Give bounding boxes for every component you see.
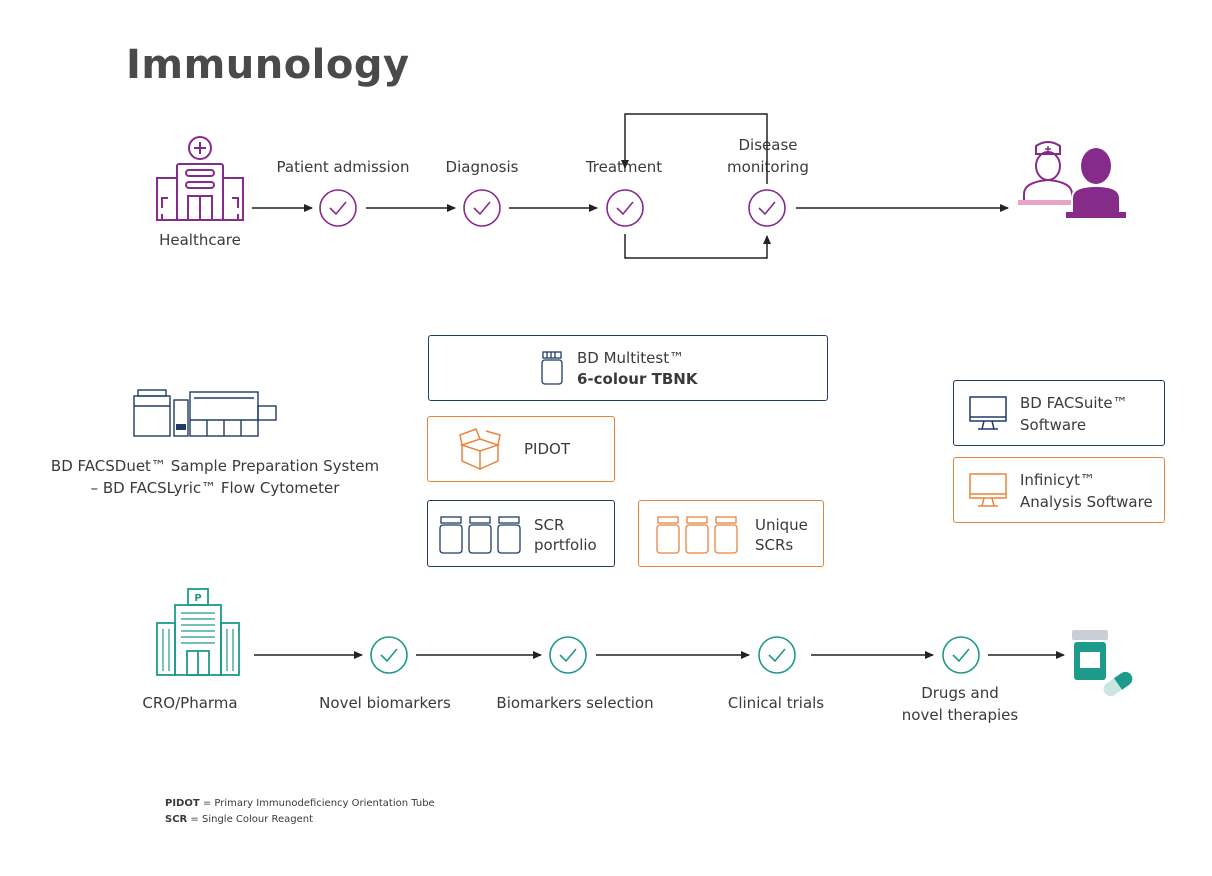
loop-arrow-top: [621, 113, 768, 184]
healthcare-flow: [252, 113, 1009, 259]
step-label-disease-line2: monitoring: [727, 158, 809, 176]
multitest-box: BD Multitest™ 6-colour TBNK: [428, 335, 828, 401]
step-label-novel-biomarkers: Novel biomarkers: [319, 694, 451, 712]
footnote-scr: SCR = Single Colour Reagent: [165, 812, 313, 828]
check-icon-clinical-trials: [758, 636, 796, 674]
check-icon-novel-biomarkers: [370, 636, 408, 674]
step-label-drugs-line2: novel therapies: [901, 706, 1019, 724]
multitest-line1: BD Multitest™: [577, 349, 685, 367]
step-label-drugs-line1: Drugs and: [921, 684, 999, 702]
open-box-icon: [459, 428, 501, 471]
instrument-label-line2: – BD FACSLyric™ Flow Cytometer: [90, 479, 340, 497]
nurse-patient-icon: [1018, 141, 1126, 218]
pidot-label: PIDOT: [524, 440, 570, 458]
step-label-disease-line1: Disease: [738, 136, 798, 154]
check-icon-monitoring: [748, 189, 786, 227]
footnote-scr-def: = Single Colour Reagent: [187, 814, 314, 825]
facsuite-box: BD FACSuite™ Software: [953, 380, 1165, 446]
check-icon-treatment: [606, 189, 644, 227]
page-title: Immunology: [126, 42, 410, 88]
scr-line1: SCR: [534, 516, 565, 534]
monitor-icon: [969, 473, 1007, 507]
instrument-label-line1: BD FACSDuet™ Sample Preparation System: [50, 457, 380, 475]
unique-scr-box: Unique SCRs: [638, 500, 824, 567]
footnote-pidot: PIDOT = Primary Immunodeficiency Orienta…: [165, 796, 435, 812]
multitest-line2: 6-colour TBNK: [577, 370, 698, 388]
scr-portfolio-box: SCR portfolio: [427, 500, 615, 567]
loop-arrow-bottom: [624, 234, 771, 259]
infinicyt-box: Infinicyt™ Analysis Software: [953, 457, 1165, 523]
step-label-biomarkers-selection: Biomarkers selection: [496, 694, 654, 712]
facsuite-line2: Software: [1020, 416, 1087, 434]
footnote-pidot-abbr: PIDOT: [165, 798, 200, 809]
unique-scr-line2: SCRs: [755, 536, 794, 554]
unique-scr-line1: Unique: [755, 516, 808, 534]
infinicyt-line1: Infinicyt™: [1020, 471, 1096, 489]
check-icon-admission: [319, 189, 357, 227]
medicine-icon: [1072, 630, 1133, 697]
pharma-building-icon: P: [156, 588, 240, 676]
tubes-icon: [656, 516, 738, 554]
pharma-flow: [254, 636, 1065, 674]
step-label-clinical-trials: Clinical trials: [727, 694, 825, 712]
healthcare-building-icon: [156, 136, 244, 221]
monitor-icon: [969, 396, 1007, 430]
check-icon-drugs: [942, 636, 980, 674]
flow-cytometer-icon: [133, 389, 277, 437]
scr-line2: portfolio: [534, 536, 597, 554]
facsuite-line1: BD FACSuite™: [1020, 394, 1128, 412]
check-icon-diagnosis: [463, 189, 501, 227]
cro-pharma-label: CRO/Pharma: [142, 694, 238, 712]
footnote-scr-abbr: SCR: [165, 814, 188, 825]
tubes-icon: [439, 516, 521, 554]
svg-text:P: P: [194, 593, 201, 604]
step-label-diagnosis: Diagnosis: [445, 158, 519, 176]
footnote-pidot-def: = Primary Immunodeficiency Orientation T…: [199, 798, 435, 809]
infinicyt-line2: Analysis Software: [1020, 493, 1153, 511]
check-icon-biomarkers-selection: [549, 636, 587, 674]
step-label-patient-admission: Patient admission: [276, 158, 410, 176]
pidot-box: PIDOT: [427, 416, 615, 482]
healthcare-label: Healthcare: [159, 231, 241, 249]
tube-icon: [541, 351, 563, 385]
